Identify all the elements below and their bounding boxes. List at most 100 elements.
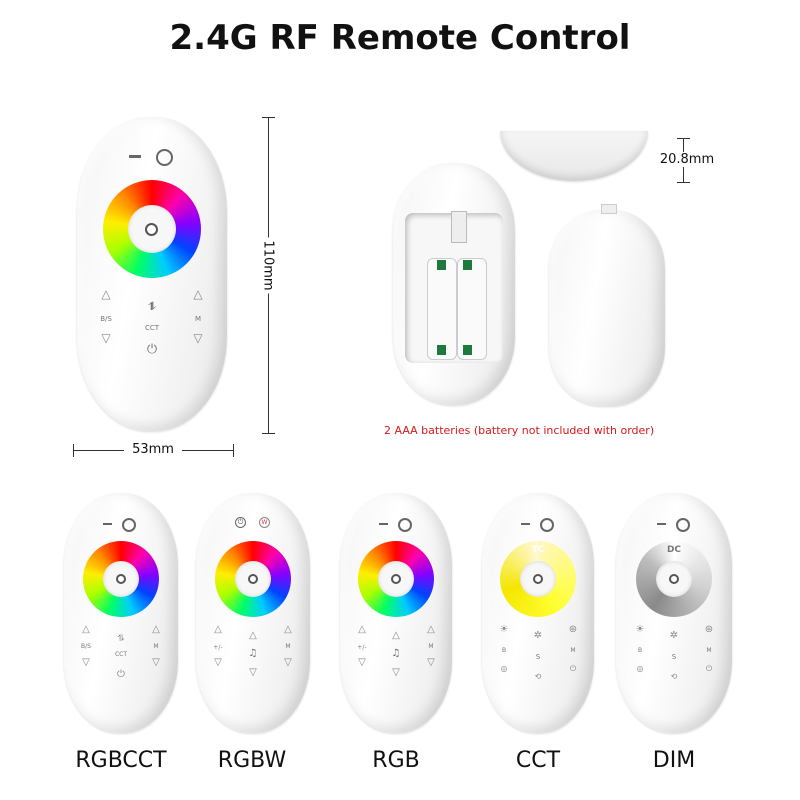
scene-icon[interactable]: ⊛ xyxy=(568,624,578,635)
up-arrow-icon[interactable]: △ xyxy=(82,624,90,635)
page-title: 2.4G RF Remote Control xyxy=(169,18,631,58)
on-off-knob[interactable] xyxy=(116,574,126,584)
cycle-icon[interactable]: ⟲ xyxy=(534,672,542,681)
down-arrow-icon[interactable]: ▽ xyxy=(82,657,90,668)
brightness-speed-label: B/S xyxy=(100,315,112,323)
power-icon[interactable]: ⏻ xyxy=(705,664,713,673)
white-channel-icon[interactable]: W xyxy=(259,517,270,528)
remote-rgbcct: △ B/S ▽ ⥮ CCT ⏻ △ M ▽ xyxy=(64,493,178,733)
down-arrow-icon[interactable]: ▽ xyxy=(101,331,111,345)
ring-text-dc: DC xyxy=(666,545,682,555)
down-arrow-icon[interactable]: ▽ xyxy=(152,657,160,668)
height-dimension-cap-bottom xyxy=(262,433,275,434)
circle-icon[interactable] xyxy=(398,518,412,532)
remote-rgbw: ⏻ W △ +/- ▽ △ ♫ ▽ △ M ▽ xyxy=(196,493,310,733)
up-arrow-icon[interactable]: △ xyxy=(101,287,111,301)
minus-icon[interactable] xyxy=(379,523,388,525)
circle-icon[interactable] xyxy=(122,518,136,532)
down-arrow-icon[interactable]: ▽ xyxy=(358,657,366,668)
up-arrow-icon[interactable]: △ xyxy=(358,624,366,635)
power-icon[interactable]: ⏻ xyxy=(569,664,577,673)
timer-icon[interactable]: ◎ xyxy=(636,664,644,673)
up-arrow-icon[interactable]: △ xyxy=(427,624,435,635)
model-name-rgbw: RGBW xyxy=(217,748,287,773)
speed-label: S xyxy=(535,653,541,661)
speed-label: S xyxy=(671,653,677,661)
power-icon[interactable]: ⏻ xyxy=(117,669,125,680)
power-icon[interactable]: ⏻ xyxy=(146,342,158,357)
height-dimension-cap-top xyxy=(262,117,275,118)
on-off-knob[interactable] xyxy=(145,223,158,236)
model-name-cct: CCT xyxy=(515,748,561,773)
cover-clip xyxy=(601,204,617,214)
mode-label: M xyxy=(570,647,576,654)
battery-note: 2 AAA batteries (battery not included wi… xyxy=(384,424,655,437)
remote-dim: DC ☀ ✲ ⊛ B S M ◎ ⟲ ⏻ xyxy=(616,493,732,733)
circle-icon[interactable] xyxy=(156,149,173,166)
minus-icon[interactable] xyxy=(103,523,112,525)
on-off-knob[interactable] xyxy=(669,574,679,584)
cct-label: CCT xyxy=(144,324,160,332)
down-arrow-icon[interactable]: ▽ xyxy=(427,657,435,668)
power-icon[interactable]: ⏻ xyxy=(235,517,246,528)
width-dimension-label: 53mm xyxy=(124,442,182,457)
latch-tab xyxy=(451,211,467,243)
remote-side-profile xyxy=(500,131,648,181)
fan-icon[interactable]: ✲ xyxy=(669,630,679,641)
up-arrow-icon[interactable]: △ xyxy=(214,624,222,635)
battery-slot-left xyxy=(427,258,457,360)
model-name-rgbcct: RGBCCT xyxy=(75,748,167,773)
width-dimension-cap-left xyxy=(73,444,74,457)
music-note-icon[interactable]: ♫ xyxy=(391,648,401,659)
plus-minus-label: +/- xyxy=(357,644,367,651)
cct-label: CCT xyxy=(114,651,128,658)
model-name-dim: DIM xyxy=(652,748,696,773)
brightness-label: B xyxy=(637,647,643,654)
on-off-knob[interactable] xyxy=(391,574,401,584)
up-arrow-icon[interactable]: △ xyxy=(284,624,292,635)
width-dimension-cap-right xyxy=(233,444,234,457)
timer-icon[interactable]: ◎ xyxy=(500,664,508,673)
thickness-dimension-cap-bottom xyxy=(677,182,690,183)
thickness-dimension-label: 20.8mm xyxy=(654,152,720,167)
mode-label: M xyxy=(194,315,202,323)
plus-minus-label: +/- xyxy=(213,644,223,651)
main-remote: △ B/S ▽ ⥮ CCT ⏻ △ M ▽ xyxy=(77,117,227,431)
on-off-knob[interactable] xyxy=(248,574,258,584)
on-off-knob[interactable] xyxy=(533,574,543,584)
battery-contact-green xyxy=(437,260,446,270)
minus-icon[interactable] xyxy=(657,523,666,525)
down-arrow-icon[interactable]: ▽ xyxy=(284,657,292,668)
remote-rgb: △ +/- ▽ △ ♫ ▽ △ M ▽ xyxy=(340,493,452,733)
ring-text-tc: TC xyxy=(531,545,545,555)
minus-icon[interactable] xyxy=(129,155,141,158)
brightness-icon[interactable]: ☀ xyxy=(499,624,509,635)
fan-icon[interactable]: ✲ xyxy=(533,630,543,641)
up-arrow-icon[interactable]: △ xyxy=(249,630,257,641)
cct-icon[interactable]: ⥮ xyxy=(117,634,125,644)
circle-icon[interactable] xyxy=(676,518,690,532)
up-arrow-icon[interactable]: △ xyxy=(152,624,160,635)
down-arrow-icon[interactable]: ▽ xyxy=(392,667,400,678)
down-arrow-icon[interactable]: ▽ xyxy=(193,331,203,345)
battery-slot-right xyxy=(457,258,487,360)
battery-cover xyxy=(549,204,665,406)
scene-icon[interactable]: ⊛ xyxy=(704,624,714,635)
down-arrow-icon[interactable]: ▽ xyxy=(214,657,222,668)
model-name-rgb: RGB xyxy=(372,748,420,773)
down-arrow-icon[interactable]: ▽ xyxy=(249,667,257,678)
cct-icon[interactable]: ⥮ xyxy=(148,300,156,313)
battery-contact-green xyxy=(463,260,472,270)
up-arrow-icon[interactable]: △ xyxy=(392,630,400,641)
brightness-speed-label: B/S xyxy=(81,643,91,650)
circle-icon[interactable] xyxy=(540,518,554,532)
height-dimension-label: 110mm xyxy=(260,237,276,294)
cycle-icon[interactable]: ⟲ xyxy=(670,672,678,681)
up-arrow-icon[interactable]: △ xyxy=(193,287,203,301)
minus-icon[interactable] xyxy=(521,523,530,525)
music-note-icon[interactable]: ♫ xyxy=(248,648,258,659)
brightness-label: B xyxy=(501,647,507,654)
mode-label: M xyxy=(285,643,291,650)
mode-label: M xyxy=(706,647,712,654)
brightness-icon[interactable]: ☀ xyxy=(635,624,645,635)
